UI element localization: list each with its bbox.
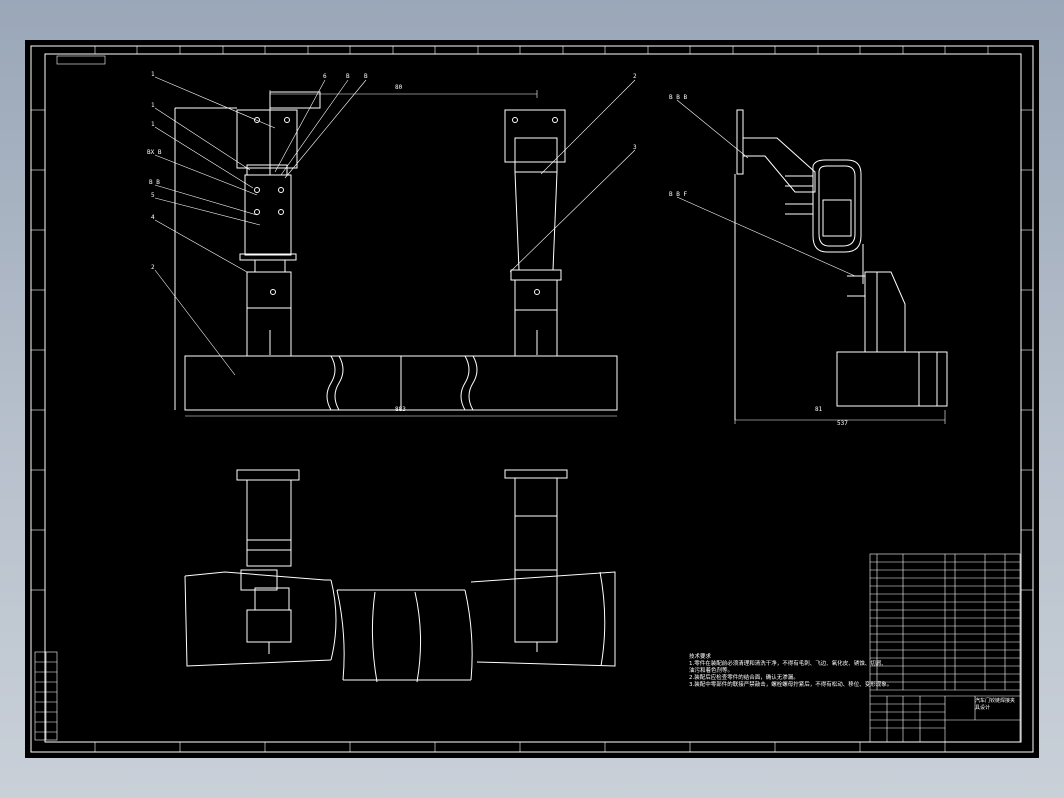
side-view (734, 109, 948, 420)
leader-label: 2 (633, 73, 637, 80)
note-line: 1.零件在装配前必须清理和清洗干净，不得有毛刺、飞边、氧化皮、锈蚀、切屑、 (689, 661, 887, 667)
leader-lines (154, 76, 856, 376)
dim-side-small: 81 (815, 406, 823, 413)
dim-base-length: 883 (395, 406, 406, 413)
left-stamp-table (34, 651, 58, 741)
leader-label: B B (149, 179, 160, 186)
leader-label: 1 (151, 102, 155, 109)
cad-drawing (30, 45, 1034, 753)
leader-label: B (364, 73, 368, 80)
leader-label: 6 (323, 73, 327, 80)
leader-label: 1 (151, 71, 155, 78)
top-view (184, 469, 616, 683)
leader-label: B B B (669, 94, 688, 101)
leader-label: B (346, 73, 350, 80)
note-line: 2.装配后应检查零件的结合面，确认无渗漏。 (689, 675, 799, 681)
front-view-left-fixture (236, 91, 321, 357)
title-block-title: 汽车门铰链焊接夹具设计 (975, 698, 1016, 711)
cad-drawing-sheet: 80 883 537 81 1 1 1 BX B B B 5 4 2 6 B B… (25, 40, 1039, 758)
dim-side-width: 537 (837, 420, 848, 427)
leader-label: 1 (151, 121, 155, 128)
inner-border (44, 53, 1022, 743)
zone-ticks (31, 46, 1033, 752)
outer-border (30, 45, 1034, 753)
leader-label: 3 (633, 144, 637, 151)
dim-top-span: 80 (395, 84, 403, 91)
title-block (869, 553, 1021, 743)
front-view-base-beam (174, 107, 618, 411)
leader-label: 5 (151, 192, 155, 199)
note-line: 3.装配中零部件的联接严禁敲击，螺栓螺母拧紧后，不得有松动、移位、变形现象。 (689, 682, 893, 688)
dimension-lines (185, 90, 946, 424)
notes-heading: 技术要求 (689, 654, 712, 660)
front-view-right-fixture (504, 109, 566, 357)
leader-label: 4 (151, 214, 155, 221)
note-line: 油污和着色剂等。 (689, 668, 734, 674)
leader-label: BX B (147, 149, 162, 156)
leader-label: B B F (669, 191, 688, 198)
leader-label: 2 (151, 264, 155, 271)
